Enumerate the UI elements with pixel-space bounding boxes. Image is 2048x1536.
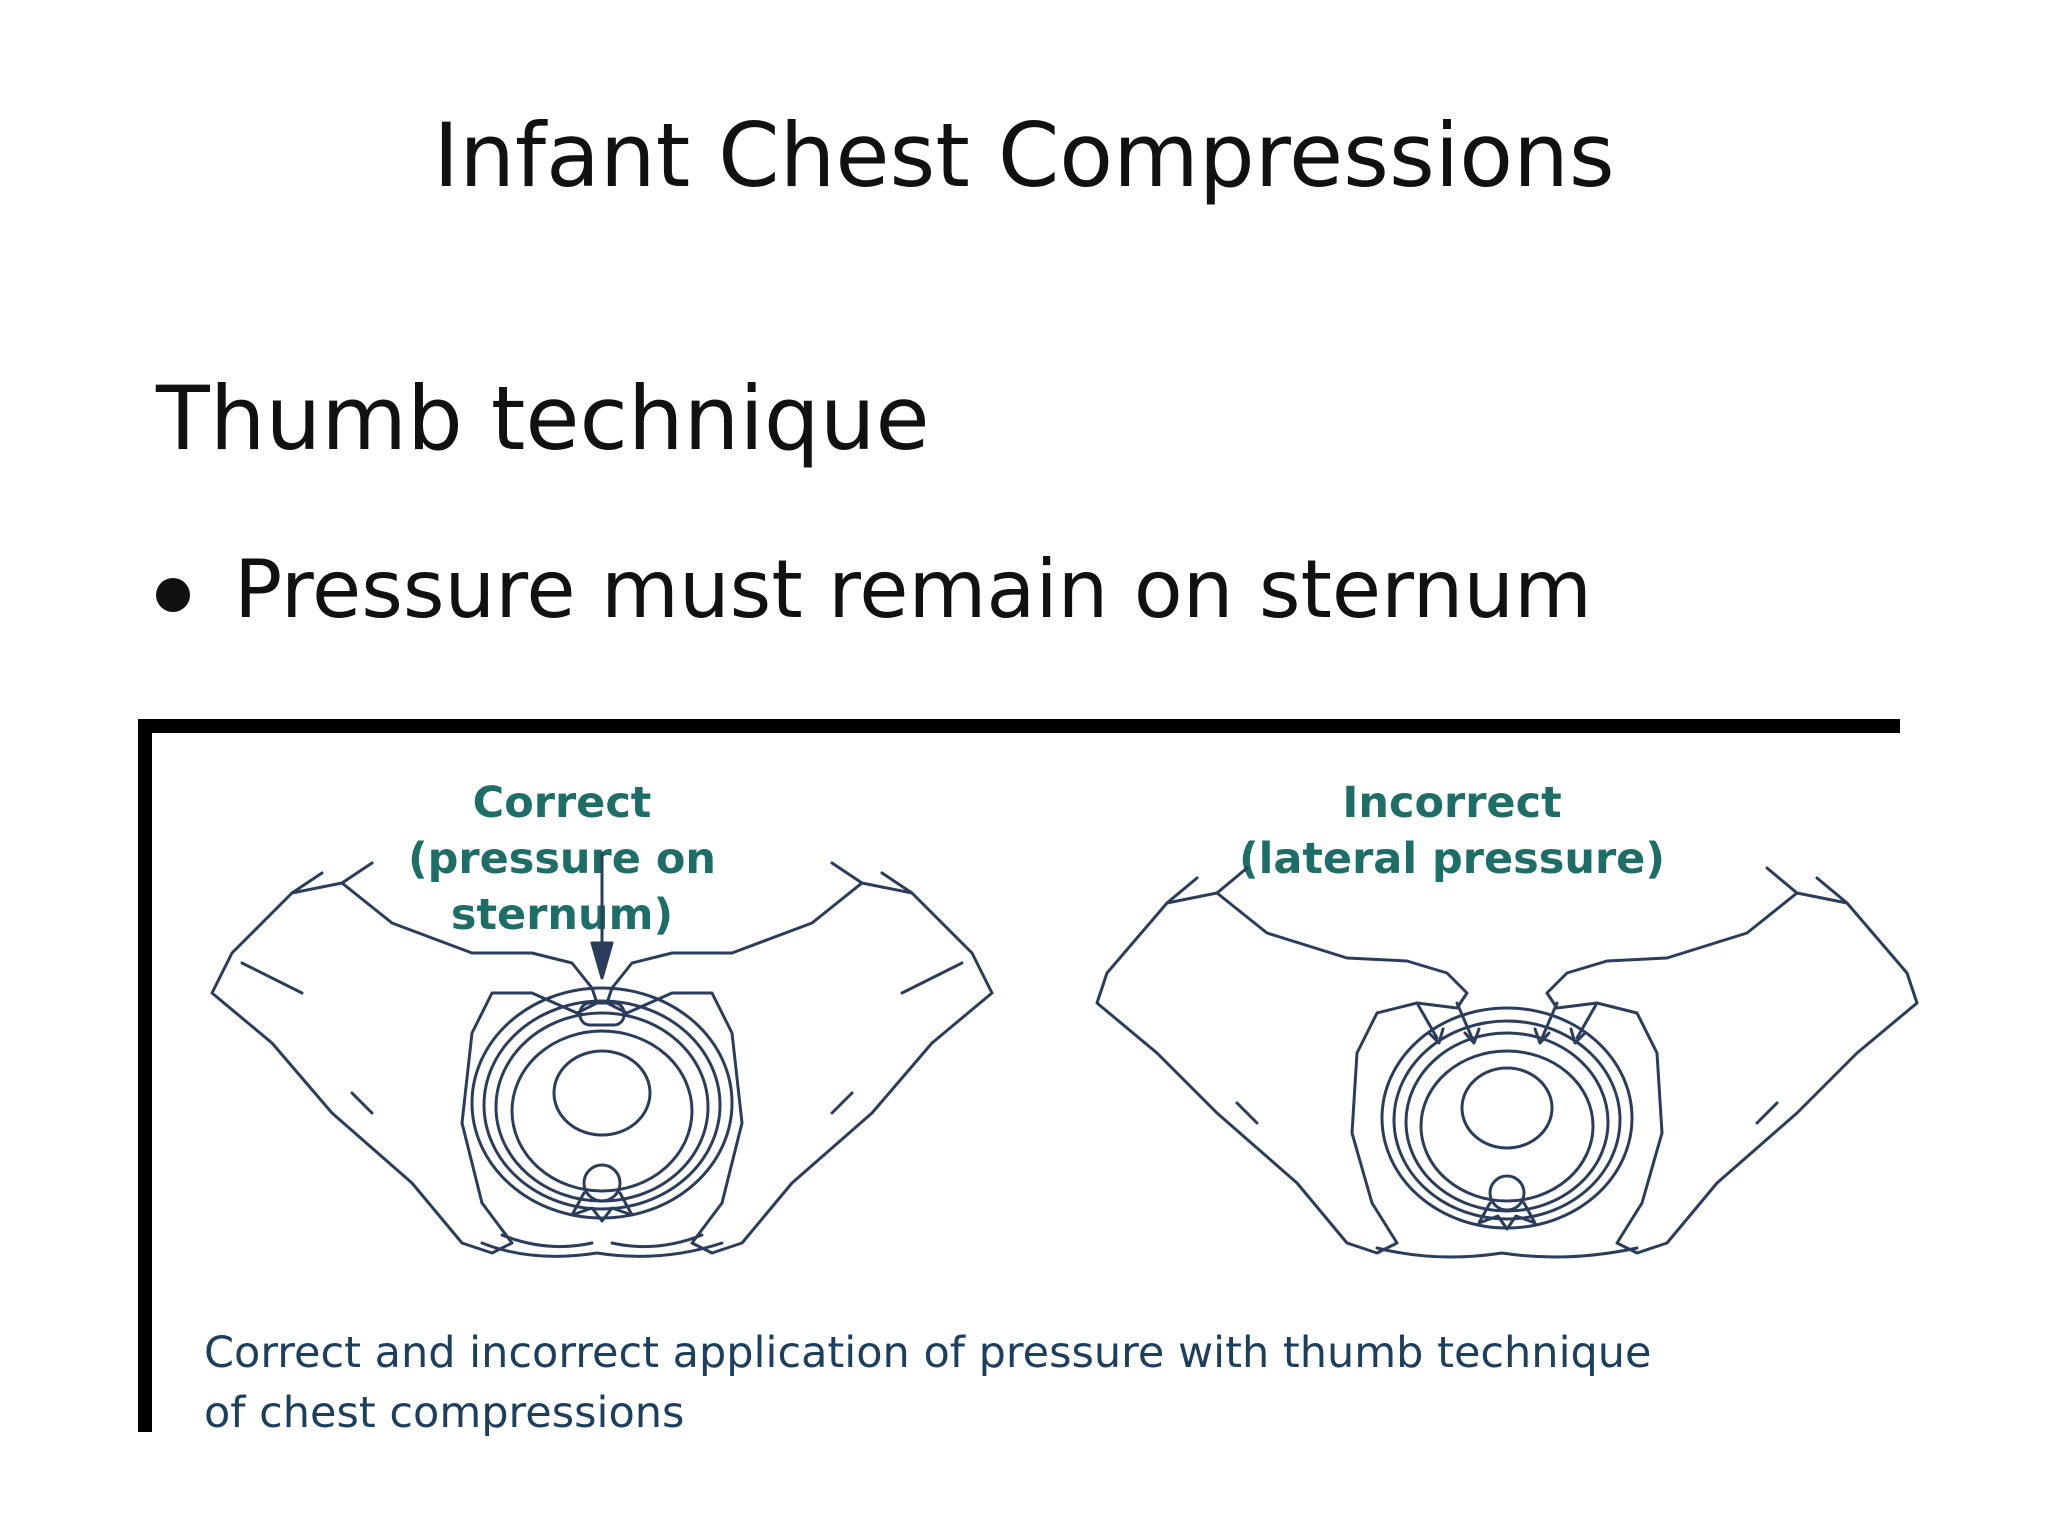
figure-caption: Correct and incorrect application of pre…: [204, 1323, 1704, 1443]
slide-subtitle: Thumb technique: [156, 367, 930, 470]
correct-label: Correct (pressure on sternum): [332, 775, 792, 943]
correct-heading: Correct: [472, 778, 652, 828]
correct-detail: (pressure on sternum): [407, 834, 717, 940]
right-hand: [1545, 891, 1919, 1255]
slide-title: Infant Chest Compressions: [433, 104, 1615, 207]
right-hand: [605, 881, 994, 1255]
incorrect-technique-illustration: [1095, 866, 1919, 1259]
incorrect-label: Incorrect (lateral pressure): [1232, 775, 1672, 887]
bullet-dot-icon: [156, 578, 190, 612]
lateral-pressure-arrows: [1415, 1001, 1599, 1045]
compression-figure: Correct (pressure on sternum) Incorrect …: [138, 719, 1919, 1438]
pressure-arrow-icon: [590, 851, 614, 980]
left-hand: [1095, 891, 1469, 1255]
caption-line-2: of chest compressions: [204, 1388, 685, 1438]
incorrect-detail: (lateral pressure): [1238, 834, 1666, 884]
bullet-text: Pressure must remain on sternum: [234, 543, 1592, 636]
caption-line-1: Correct and incorrect application of pre…: [204, 1328, 1652, 1378]
left-hand: [210, 881, 599, 1255]
correct-technique-illustration: [210, 851, 994, 1258]
bullet-item: Pressure must remain on sternum: [156, 550, 1592, 630]
incorrect-heading: Incorrect: [1342, 778, 1562, 828]
